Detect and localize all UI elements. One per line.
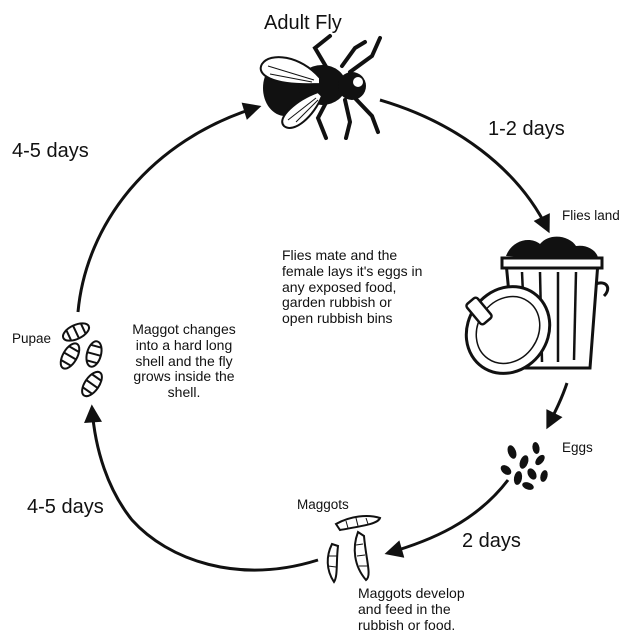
- arrow-maggots-to-pupae: [92, 408, 318, 570]
- stage-label-pupae: Pupae: [12, 331, 51, 346]
- duration-pupae-to-fly: 4-5 days: [12, 140, 89, 163]
- duration-eggs-to-maggots: 2 days: [462, 530, 521, 553]
- fly-icon: [261, 36, 380, 138]
- stage-label-adult-fly: Adult Fly: [264, 12, 342, 35]
- rubbish-bin-icon: [449, 237, 607, 390]
- description-mating: Flies mate and the female lays it's eggs…: [282, 248, 422, 327]
- description-feeding: Maggots develop and feed in the rubbish …: [358, 586, 465, 633]
- duration-fly-to-land: 1-2 days: [488, 118, 565, 141]
- duration-maggots-to-pupae: 4-5 days: [27, 496, 104, 519]
- pupae-icon: [57, 320, 106, 400]
- maggots-icon: [328, 516, 380, 582]
- arrow-pupae-to-fly: [78, 107, 258, 312]
- arrow-bin-to-eggs: [548, 383, 567, 426]
- description-pupation: Maggot changes into a hard long shell an…: [114, 322, 254, 401]
- stage-label-maggots: Maggots: [297, 497, 349, 512]
- stage-label-flies-land: Flies land: [562, 208, 620, 223]
- stage-label-eggs: Eggs: [562, 440, 593, 455]
